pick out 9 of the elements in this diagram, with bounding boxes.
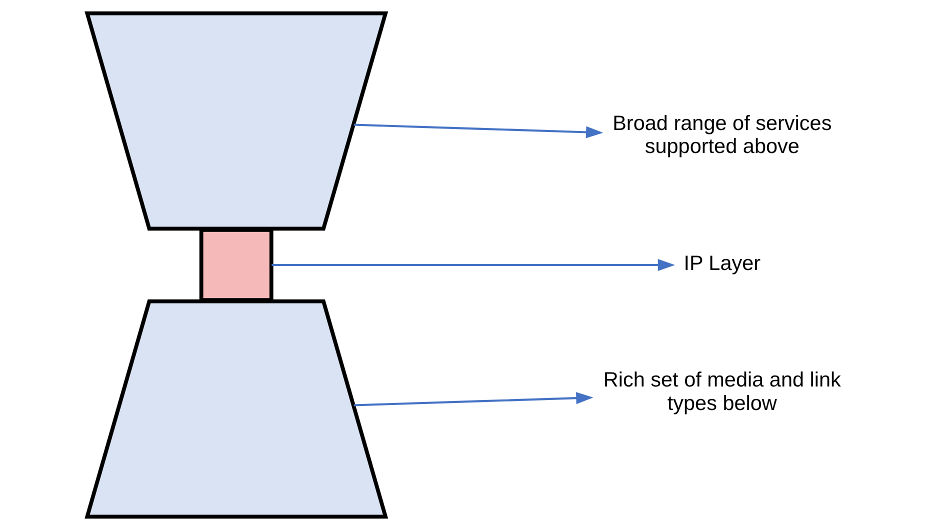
node-text: IP Layer — [684, 252, 761, 275]
node-trapezoid — [84, 11, 388, 231]
node-trapezoid — [84, 299, 388, 519]
arrow — [354, 124, 604, 138]
arrow — [272, 259, 676, 271]
arrow — [354, 392, 594, 406]
node-text: Rich set of media and link types below — [603, 368, 841, 416]
node-text: Broad range of services supported above — [612, 112, 832, 158]
node-box — [199, 228, 274, 302]
